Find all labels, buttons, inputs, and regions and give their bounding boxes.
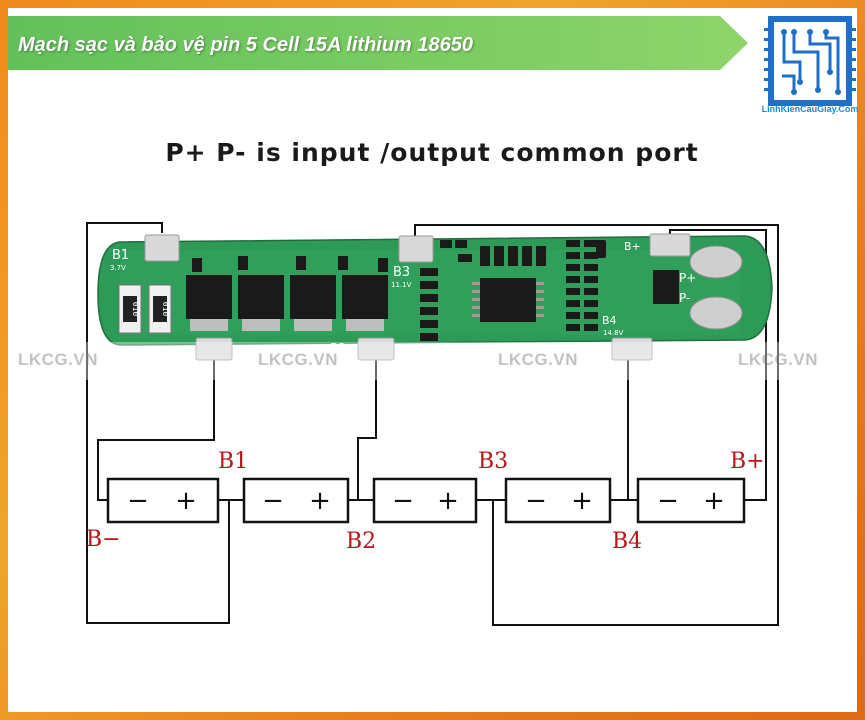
pad-pminus [689, 296, 743, 330]
pad-b3 [398, 235, 434, 263]
battery-cells [106, 477, 746, 524]
cell-1-plus: + [175, 486, 197, 516]
silk-b4-voltage: 14.8V [603, 329, 624, 337]
label-b-plus: B+ [730, 449, 765, 474]
watermark-band [8, 342, 857, 380]
cell-4-plus: + [571, 486, 593, 516]
watermark-text: LKCG.VN [258, 350, 338, 369]
cell-1-minus: − [127, 486, 149, 516]
silk-b4: B4 [602, 314, 617, 327]
pad-bplus [649, 233, 691, 257]
cell-5-minus: − [657, 486, 679, 516]
silk-b1: B1 [112, 248, 129, 263]
pcb-board: B1 3.7V B3 11.1V B+ P+ P- B4 14.8V B B2 … [97, 233, 773, 361]
silk-b1-voltage: 3.7V [110, 264, 126, 272]
label-b3: B3 [478, 449, 508, 474]
label-b1: B1 [218, 449, 248, 474]
pad-b1 [144, 234, 180, 262]
cell-1 [106, 477, 220, 524]
cell-5-plus: + [703, 486, 725, 516]
silk-pplus: P+ [679, 271, 696, 285]
resistor-2-marking: 010 [161, 302, 170, 317]
mosfets [186, 256, 388, 331]
silk-b2: B2 [330, 341, 346, 355]
cell-4-minus: − [525, 486, 547, 516]
pad-b4 [611, 337, 653, 361]
protection-ic [480, 278, 536, 322]
pad-b2 [357, 337, 395, 361]
cell-4 [504, 477, 612, 524]
label-b2: B2 [346, 529, 376, 554]
silk-b3-voltage: 11.1V [391, 281, 412, 289]
resistor-1-marking: 010 [131, 302, 140, 317]
cell-2 [242, 477, 350, 524]
cell-5 [636, 477, 746, 524]
cell-3-minus: − [392, 486, 414, 516]
page-title: Mạch sạc và bảo vệ pin 5 Cell 15A lithiu… [18, 34, 474, 56]
cell-3 [372, 477, 478, 524]
circuit-chip-icon[interactable] [760, 12, 860, 124]
silk-b3: B3 [393, 265, 410, 280]
pad-b [195, 337, 233, 361]
watermark-text: LKCG.VN [738, 350, 818, 369]
label-b-minus: B− [86, 527, 121, 552]
diagram-heading: P+ P- is input /output common port [165, 138, 698, 167]
label-b4: B4 [612, 529, 642, 554]
cell-2-plus: + [309, 486, 331, 516]
cell-2-minus: − [262, 486, 284, 516]
wiring [86, 222, 779, 626]
silk-b: B [238, 346, 246, 360]
cell-3-plus: + [437, 486, 459, 516]
site-name[interactable]: LinhKienCauGiay.Com [761, 104, 859, 114]
board-model: HXYP-5S-BM15 REV 1.0 [446, 348, 562, 359]
smd-components [420, 240, 679, 341]
watermark-text: LKCG.VN [498, 350, 578, 369]
silk-bplus: B+ [624, 240, 641, 253]
pad-pplus [689, 245, 743, 279]
silk-pminus: P- [679, 291, 690, 305]
content-panel [8, 8, 857, 712]
watermark-text: LKCG.VN [18, 350, 98, 369]
title-banner [8, 12, 753, 74]
